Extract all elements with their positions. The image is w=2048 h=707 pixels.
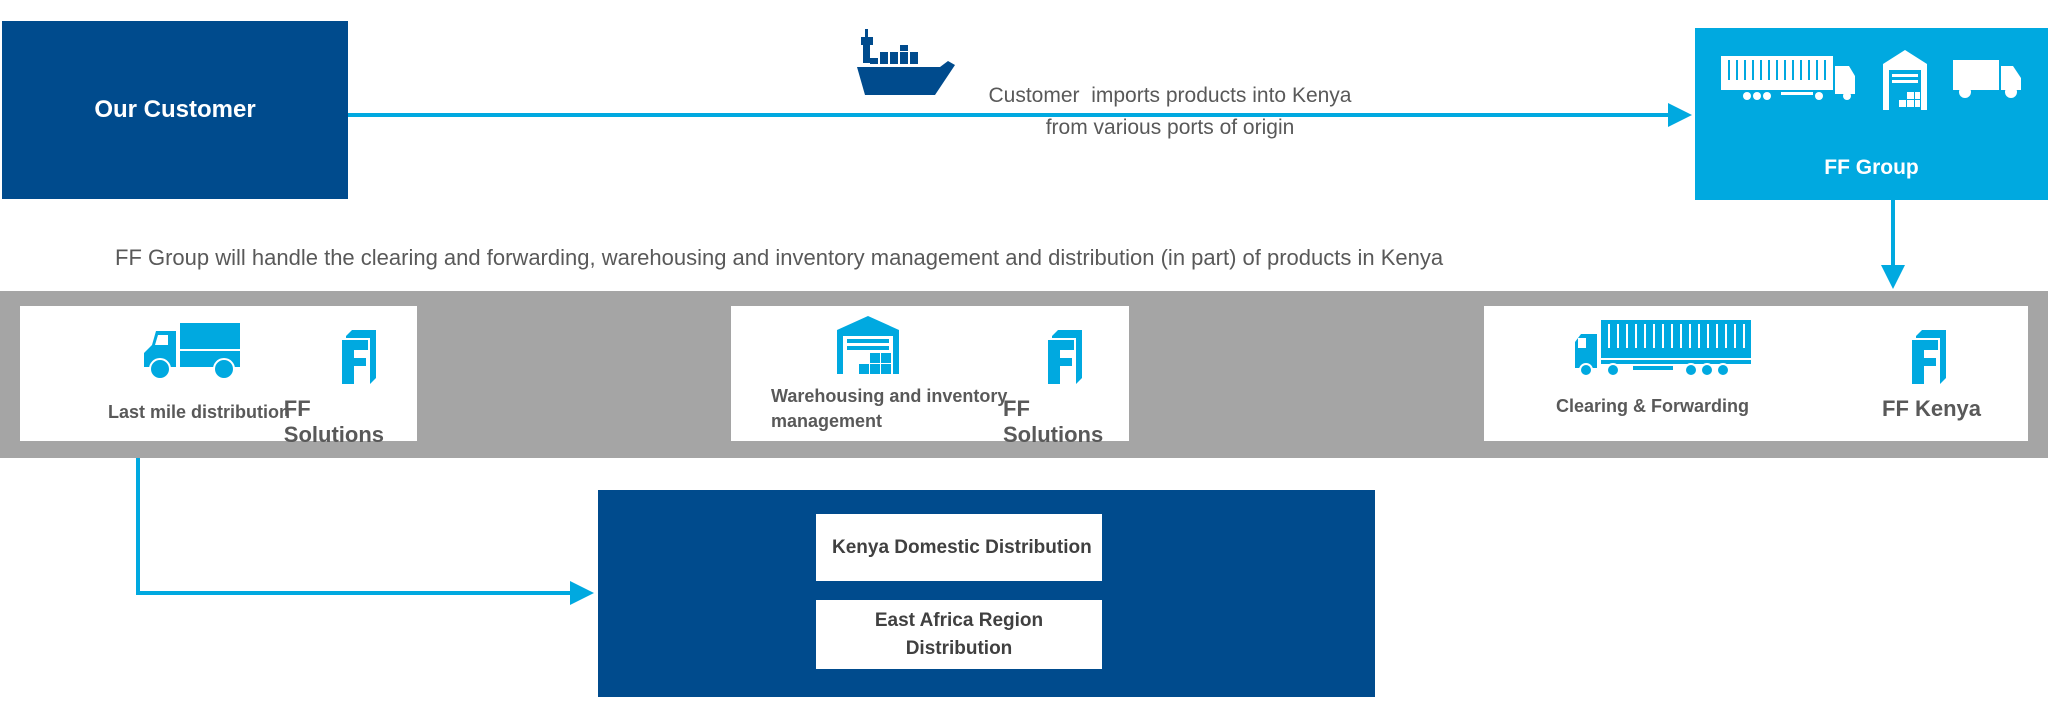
customer-label: Our Customer (94, 96, 256, 123)
ff-logo-icon (342, 330, 376, 384)
import-caption: Customer imports products into Kenya fro… (950, 80, 1390, 144)
entity-label: FF Kenya (1882, 396, 1982, 421)
ff-logo-icon (1048, 330, 1082, 384)
entity-label: FF Solutions (283, 396, 385, 447)
ff-group-icons (1721, 50, 2021, 110)
service-label-line1: Warehousing and inventory (771, 386, 1008, 406)
container-truck-icon (1721, 56, 1855, 100)
container-truck-icon (1575, 320, 1751, 377)
service-label: Last mile distribution (108, 402, 291, 422)
distribution-box: Kenya Domestic Distribution East Africa … (598, 490, 1375, 697)
kenya-domestic-distribution: Kenya Domestic Distribution (816, 514, 1102, 581)
east-africa-label-line2: Distribution (905, 637, 1013, 659)
service-card-last-mile: Last mile distribution FF Solutions (20, 306, 417, 447)
entity-label: FF Solutions (1003, 396, 1104, 447)
ff-group-label: FF Group (1824, 156, 1919, 179)
cargo-ship-icon (857, 29, 955, 95)
service-label: Clearing & Forwarding (1556, 396, 1750, 416)
warehouse-icon (837, 316, 899, 374)
service-label-line2: management (771, 411, 883, 431)
import-caption-line2: from various ports of origin (1045, 116, 1295, 139)
east-africa-label-line1: East Africa Region (874, 609, 1044, 631)
lastmile-to-distribution-arrow (136, 458, 594, 605)
kenya-domestic-label: Kenya Domestic Distribution (832, 536, 1092, 558)
service-card-warehousing: Warehousing and inventory management FF … (731, 306, 1129, 447)
ff-group-box: FF Group (1695, 28, 2048, 200)
east-africa-distribution: East Africa Region Distribution (816, 600, 1102, 669)
handle-caption: FF Group will handle the clearing and fo… (115, 245, 1444, 270)
delivery-truck-icon (144, 323, 240, 380)
warehouse-icon (1883, 50, 1927, 110)
customer-box: Our Customer (2, 21, 348, 199)
ff-logo-icon (1912, 330, 1946, 384)
service-card-clearing: Clearing & Forwarding FF Kenya (1484, 306, 2028, 441)
import-caption-line1: Customer imports products into Kenya (988, 84, 1352, 107)
service-label: Warehousing and inventory management (771, 384, 1007, 434)
delivery-truck-icon (1953, 60, 2021, 98)
